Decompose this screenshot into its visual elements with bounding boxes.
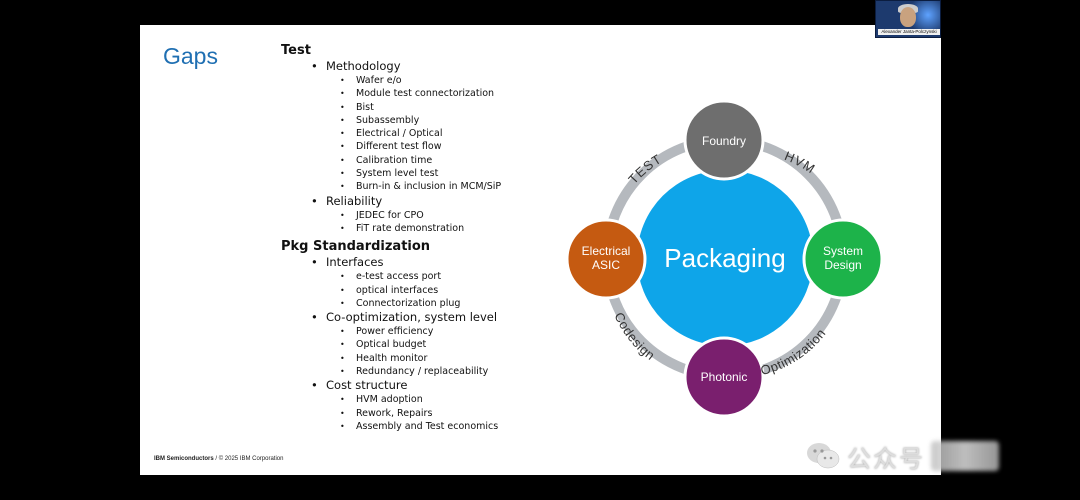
wechat-icon xyxy=(807,443,840,469)
webcam-name-label: Alexander Janta-Polczynski xyxy=(878,29,940,35)
sub-bullet-item: JEDEC for CPO xyxy=(281,209,641,223)
sub-bullet-item: FiT rate demonstration xyxy=(281,222,641,236)
bullet-item: Methodology xyxy=(281,59,641,74)
arc-label-codesign: Codesign xyxy=(611,310,658,363)
section-heading: Pkg Standardization xyxy=(281,239,431,255)
sub-bullet-item: Redundancy / replaceability xyxy=(281,365,641,379)
slide-footer: IBM Semiconductors / © 2025 IBM Corporat… xyxy=(154,456,283,462)
sub-bullet-item: optical interfaces xyxy=(281,284,641,298)
sub-bullet-item: Electrical / Optical xyxy=(281,127,641,141)
bullet-item: Co-optimization, system level xyxy=(281,310,641,325)
sub-bullet-item: Health monitor xyxy=(281,352,641,366)
outline-list: TestMethodologyWafer e/oModule test conn… xyxy=(281,42,641,434)
center-label: Packaging xyxy=(664,243,785,273)
node-asic-label: ASIC xyxy=(592,258,620,272)
sub-bullet-item: Calibration time xyxy=(281,154,641,168)
bullet-item: Reliability xyxy=(281,194,641,209)
section-heading: Test xyxy=(281,43,311,58)
sub-bullet-item: Power efficiency xyxy=(281,325,641,339)
sub-bullet-item: Different test flow xyxy=(281,140,641,154)
node-photonic: Photonic xyxy=(683,336,765,418)
watermark-blurred-name xyxy=(931,441,999,471)
footer-brand: IBM Semiconductors xyxy=(154,456,214,462)
watermark: 公众号 xyxy=(805,436,999,476)
node-system-design: System Design xyxy=(802,218,884,300)
packaging-diagram: Packaging Foundry Electrical ASIC System… xyxy=(565,99,884,418)
watermark-text: 公众号 xyxy=(847,444,925,473)
sub-bullet-item: Optical budget xyxy=(281,338,641,352)
node-foundry-label: Foundry xyxy=(702,134,746,148)
sub-bullet-item: Wafer e/o xyxy=(281,74,641,88)
bullet-item: Cost structure xyxy=(281,378,641,393)
person-head xyxy=(900,7,916,27)
node-foundry: Foundry xyxy=(683,99,765,181)
node-system-label: System xyxy=(823,244,863,258)
sub-bullet-item: e-test access port xyxy=(281,270,641,284)
slide-title: Gaps xyxy=(163,43,218,69)
sub-bullet-item: System level test xyxy=(281,167,641,181)
sub-bullet-item: Burn-in & inclusion in MCM/SiP xyxy=(281,180,641,194)
sub-bullet-item: Subassembly xyxy=(281,114,641,128)
presentation-slide: Gaps TestMethodologyWafer e/oModule test… xyxy=(140,25,941,475)
sub-bullet-item: HVM adoption xyxy=(281,393,641,407)
footer-copyright: / © 2025 IBM Corporation xyxy=(215,456,284,462)
node-design-label: Design xyxy=(824,258,861,272)
bullet-item: Interfaces xyxy=(281,255,641,270)
sub-bullet-item: Rework, Repairs xyxy=(281,407,641,421)
center-circle xyxy=(637,170,813,346)
webcam-thumbnail[interactable]: Alexander Janta-Polczynski xyxy=(875,0,941,38)
node-electrical-asic: Electrical ASIC xyxy=(565,218,647,300)
sub-bullet-item: Bist xyxy=(281,101,641,115)
node-photonic-label: Photonic xyxy=(701,370,748,384)
node-electrical-label: Electrical xyxy=(582,244,631,258)
sub-bullet-item: Connectorization plug xyxy=(281,297,641,311)
arc-label-test: TEST xyxy=(625,151,664,187)
sub-bullet-item: Module test connectorization xyxy=(281,87,641,101)
sub-bullet-item: Assembly and Test economics xyxy=(281,420,641,434)
